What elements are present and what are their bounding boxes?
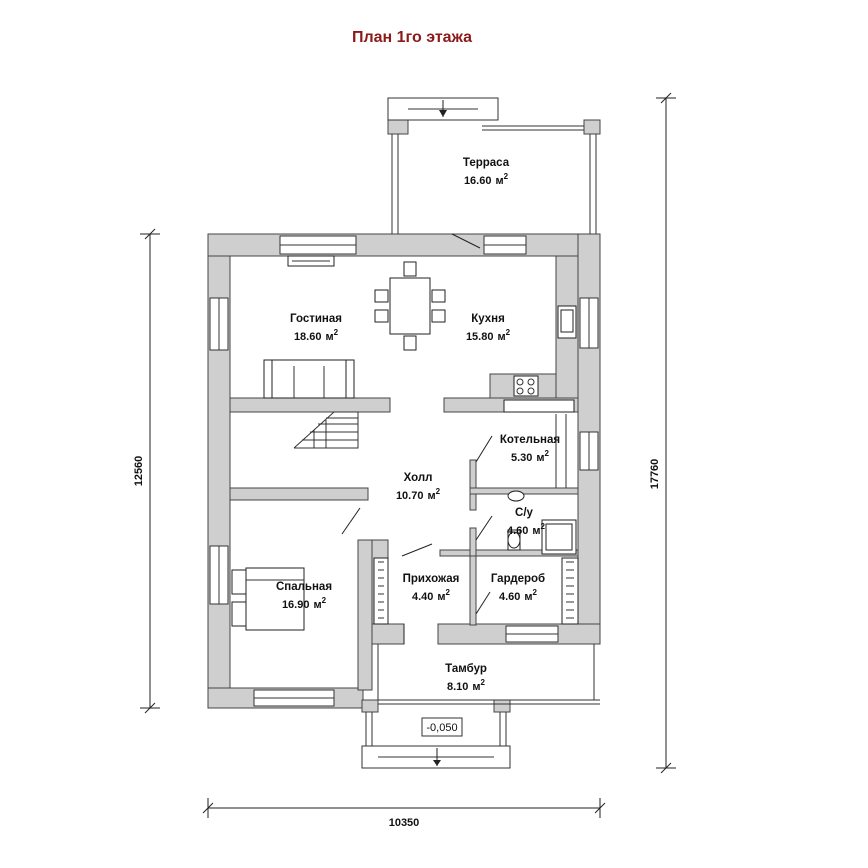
room-name: Котельная [500, 434, 560, 446]
room-entrance: Прихожая 4.40 м2 [403, 573, 460, 603]
area-value: 18.60 [294, 331, 322, 343]
area-exponent: 2 [541, 522, 546, 531]
area-exponent: 2 [436, 487, 441, 496]
area-value: 4.60 [499, 591, 520, 603]
area-unit: м [472, 681, 480, 693]
area-unit: м [437, 591, 445, 603]
area-unit: м [325, 331, 333, 343]
area-value: 16.90 [282, 599, 310, 611]
dimension-height-total: 17760 [649, 459, 661, 490]
area-unit: м [313, 599, 321, 611]
room-vestibule: Тамбур 8.10 м2 [445, 663, 487, 693]
room-area: 4.60 м2 [507, 522, 546, 537]
area-value: 10.70 [396, 490, 424, 502]
area-exponent: 2 [334, 328, 339, 337]
room-boiler: Котельная 5.30 м2 [500, 434, 560, 464]
room-name: Холл [404, 472, 433, 484]
room-area: 8.10 м2 [447, 678, 486, 693]
tambur-entry [361, 644, 600, 769]
area-value: 5.30 [511, 452, 532, 464]
area-exponent: 2 [322, 596, 327, 605]
doors [341, 435, 493, 644]
area-exponent: 2 [545, 449, 550, 458]
dimension-width: 10350 [389, 817, 420, 829]
area-exponent: 2 [506, 328, 511, 337]
room-name: Тамбур [445, 663, 487, 675]
area-exponent: 2 [533, 588, 538, 597]
room-name: Кухня [471, 313, 505, 325]
windows [209, 235, 599, 707]
dimension-lines [140, 92, 676, 818]
room-bathroom: С/у 4.60 м2 [507, 507, 546, 537]
level-mark: -0,050 [426, 722, 457, 734]
area-value: 8.10 [447, 681, 468, 693]
area-exponent: 2 [481, 678, 486, 687]
room-area: 5.30 м2 [511, 449, 550, 464]
room-area: 4.40 м2 [412, 588, 451, 603]
area-unit: м [497, 331, 505, 343]
area-exponent: 2 [446, 588, 451, 597]
area-unit: м [524, 591, 532, 603]
room-name: Гостиная [290, 313, 342, 325]
room-name: Спальная [276, 581, 332, 593]
room-name: С/у [515, 507, 534, 519]
plan-title: План 1го этажа [352, 29, 472, 46]
area-exponent: 2 [504, 172, 509, 181]
room-wardrobe: Гардероб 4.60 м2 [491, 573, 545, 603]
area-unit: м [427, 490, 435, 502]
dimension-height-house: 12560 [133, 456, 145, 487]
area-unit: м [495, 175, 503, 187]
area-value: 4.60 [507, 525, 528, 537]
area-unit: м [532, 525, 540, 537]
area-unit: м [536, 452, 544, 464]
terrace [387, 97, 597, 249]
room-name: Терраса [463, 157, 510, 169]
room-area: 4.60 м2 [499, 588, 538, 603]
area-value: 4.40 [412, 591, 433, 603]
area-value: 15.80 [466, 331, 494, 343]
area-value: 16.60 [464, 175, 492, 187]
level-mark-box [421, 717, 463, 737]
furniture [231, 255, 579, 631]
room-name: Прихожая [403, 573, 460, 585]
room-name: Гардероб [491, 573, 545, 585]
